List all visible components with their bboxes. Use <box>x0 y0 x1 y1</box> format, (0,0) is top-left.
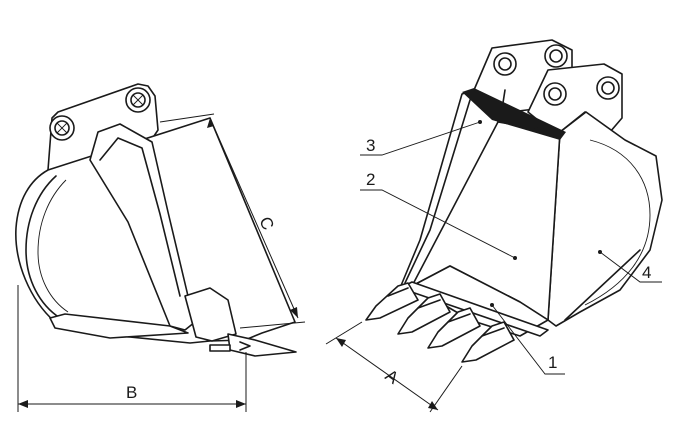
iso-pin-boss-4 <box>596 76 620 100</box>
side-pin-boss-1 <box>49 115 75 141</box>
iso-top-band <box>462 88 566 140</box>
label-part-2: 2 <box>366 170 375 189</box>
leader-part-3 <box>360 121 481 156</box>
dim-b: B <box>17 285 247 412</box>
leader-part-1 <box>491 304 565 375</box>
leader-part-4 <box>599 251 662 283</box>
side-tooth <box>227 333 297 357</box>
dim-a-label: A <box>382 366 403 388</box>
side-pin-boss-2 <box>125 87 151 113</box>
iso-tooth-3 <box>427 307 481 349</box>
side-view: C B <box>15 83 306 412</box>
dim-b-label: B <box>126 383 137 402</box>
leader-part-2 <box>360 189 516 259</box>
iso-pin-boss-2 <box>544 44 568 68</box>
iso-pin-boss-1 <box>493 52 517 76</box>
label-part-1: 1 <box>548 353 557 372</box>
side-bottom-wear-strip <box>49 313 189 339</box>
side-tooth-adapter <box>184 287 237 342</box>
iso-tooth-4 <box>461 321 515 363</box>
iso-tooth-2 <box>397 293 451 335</box>
iso-pin-boss-3 <box>543 82 567 106</box>
side-shell-inner-edge <box>25 175 61 319</box>
label-part-4: 4 <box>642 263 651 282</box>
iso-view: 1 2 3 4 A <box>325 39 663 413</box>
iso-tooth-1 <box>365 282 419 321</box>
label-part-3: 3 <box>366 136 375 155</box>
iso-right-side-plate <box>547 111 663 327</box>
dim-c-label: C <box>255 214 277 233</box>
